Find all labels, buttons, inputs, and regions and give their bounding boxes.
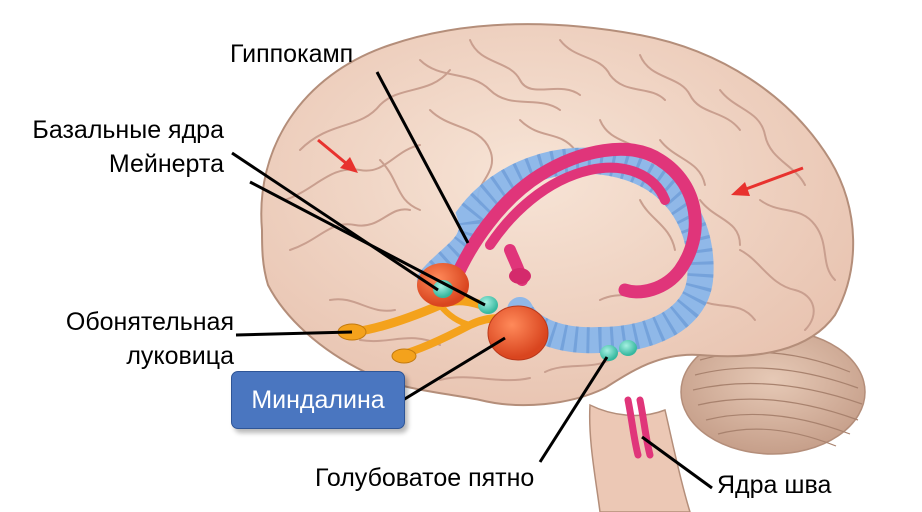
label-raphe-nuclei: Ядра шва	[717, 470, 831, 500]
label-hippocampus: Гиппокамп	[230, 39, 353, 69]
label-amygdala-box: Миндалина	[231, 371, 405, 429]
locus-coeruleus-1	[600, 345, 618, 361]
label-basal-nuclei-line1: Базальные ядра	[14, 115, 224, 145]
meynert-nucleus-2	[478, 296, 498, 314]
label-basal-nuclei-line2: Мейнерта	[14, 149, 224, 179]
label-amygdala: Миндалина	[251, 386, 384, 415]
label-locus-coeruleus: Голубоватое пятно	[315, 463, 534, 493]
label-olfactory-line1: Обонятельная	[14, 307, 234, 337]
brainstem	[590, 405, 690, 512]
olfactory-bulb-2	[392, 349, 416, 363]
mammillary-body	[509, 268, 531, 284]
label-olfactory-line2: луковица	[14, 341, 234, 371]
locus-coeruleus-2	[619, 340, 637, 356]
amygdala	[488, 306, 548, 360]
